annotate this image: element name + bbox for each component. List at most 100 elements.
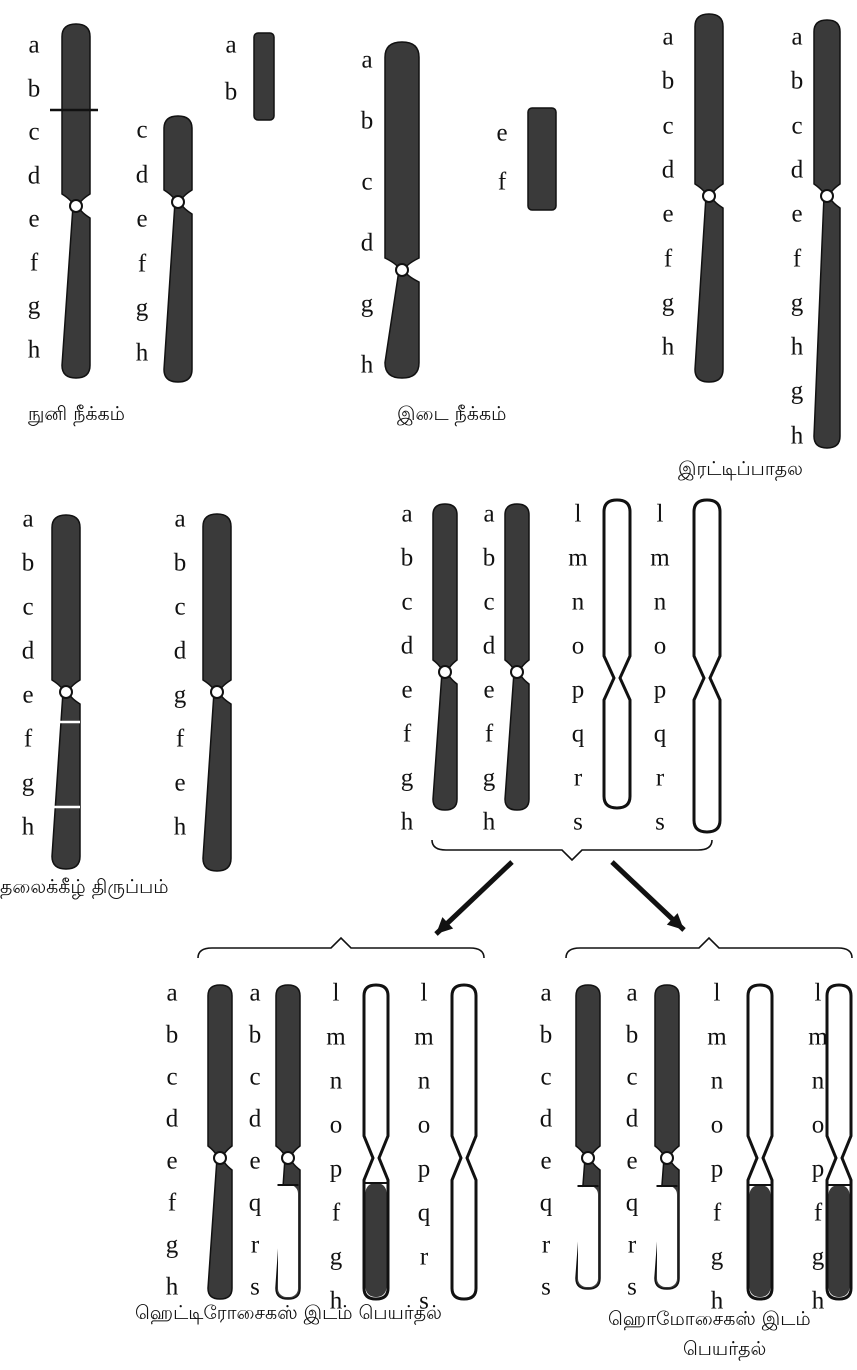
gene-label: r: [627, 1231, 637, 1259]
chromosome-dark-centromere: [281, 1151, 295, 1165]
gene-label: s: [419, 1287, 429, 1315]
gene-label: n: [571, 588, 585, 616]
gene-label: c: [401, 588, 413, 616]
arrow-to-heterozygous-head: [436, 917, 454, 934]
gene-label: g: [482, 764, 496, 792]
gene-label: c: [662, 112, 674, 140]
gene-label: h: [27, 336, 41, 363]
gene-label: d: [21, 637, 35, 665]
gene-label: p: [653, 676, 667, 704]
gene-label: s: [655, 808, 665, 836]
arrow-to-heterozygous: [434, 860, 514, 936]
gene-label: a: [401, 500, 413, 528]
caption-duplication: இரட்டிப்பாதல: [678, 458, 803, 480]
chromosome-dark-upper-arm: [575, 984, 601, 1159]
gene-label: e: [791, 200, 803, 228]
gene-label: l: [713, 979, 721, 1007]
gene-label: h: [710, 1287, 724, 1315]
gene-label: h: [173, 813, 187, 841]
gene-label: e: [483, 676, 495, 704]
chromosome-dark-centromere: [581, 1151, 595, 1165]
gene-label: m: [568, 544, 588, 572]
gene-label: e: [249, 1147, 261, 1175]
chromosome-duplicated-upper-arm: [813, 19, 841, 197]
gene-label: h: [165, 1273, 179, 1301]
caption-intercalary-deletion: இடை நீக்கம்: [397, 403, 507, 425]
gene-label: o: [811, 1111, 825, 1139]
gene-label: b: [173, 549, 187, 577]
gene-label: f: [484, 720, 494, 748]
chromosome-dark-centromere: [213, 1151, 227, 1165]
gene-label: b: [27, 75, 41, 102]
gene-label: f: [331, 1199, 341, 1227]
gene-label: l: [656, 500, 664, 528]
gene-label: e: [401, 676, 413, 704]
gene-label: n: [329, 1067, 343, 1095]
gene-label: d: [539, 1105, 553, 1133]
gene-label: r: [419, 1243, 429, 1271]
gene-label: e: [136, 205, 148, 233]
chromosome-intercalary-centromere: [395, 263, 409, 277]
gene-label: c: [483, 588, 495, 616]
chromosome-normal-upper-arm: [61, 23, 91, 207]
gene-label: e: [496, 119, 508, 147]
gene-label: d: [27, 162, 41, 189]
chromosome-inverted-upper-arm: [202, 513, 232, 693]
chromosome-normal-upper-arm: [694, 13, 724, 197]
gene-label: a: [361, 46, 373, 74]
gene-label: q: [417, 1199, 431, 1227]
gene-label: s: [627, 1273, 637, 1301]
chromosome-normal-centromere: [702, 189, 716, 203]
gene-label: p: [811, 1155, 825, 1183]
chromosome-deleted-lower-arm: [163, 201, 193, 383]
gene-label: a: [791, 23, 803, 51]
gene-label: f: [175, 725, 185, 753]
chromosome-dark-upper-arm: [275, 984, 301, 1159]
gene-label: q: [539, 1189, 553, 1217]
chromosome-hollow: [692, 498, 722, 834]
chromosome-dark-upper-arm: [504, 503, 530, 673]
gene-label: n: [710, 1067, 724, 1095]
gene-label: s: [250, 1273, 260, 1301]
gene-label: r: [541, 1231, 551, 1259]
translocated-segment: [749, 1185, 771, 1297]
gene-label: r: [655, 764, 665, 792]
gene-label: a: [662, 23, 674, 51]
gene-label: e: [662, 200, 674, 228]
gene-label: f: [663, 245, 673, 272]
gene-label: g: [135, 294, 149, 322]
gene-label: d: [790, 156, 804, 184]
gene-label: h: [400, 808, 414, 836]
gene-label: d: [173, 637, 187, 665]
gene-label: h: [135, 339, 149, 366]
gene-label: e: [22, 681, 34, 709]
gene-label: q: [653, 720, 667, 748]
gene-label: m: [808, 1023, 828, 1051]
caption-inversion: தலைக்கீழ் திருப்பம்: [0, 876, 169, 898]
gene-label: f: [813, 1199, 823, 1227]
gene-label: n: [811, 1067, 825, 1095]
gene-label: s: [541, 1273, 551, 1301]
gene-label: b: [224, 78, 238, 106]
gene-label: d: [165, 1105, 179, 1133]
caption-heterozygous-translocation: ஹெட்டிரோசைகஸ் இடம் பெயர்தல்: [135, 1302, 442, 1324]
gene-label: n: [417, 1067, 431, 1095]
chromosome-normal-upper-arm: [51, 514, 81, 693]
gene-label: h: [811, 1287, 825, 1315]
gene-label: m: [650, 544, 670, 572]
gene-label: b: [248, 1021, 262, 1049]
gene-label: b: [21, 549, 35, 577]
gene-label: d: [135, 161, 149, 188]
gene-label: m: [326, 1023, 346, 1051]
chromosome-inverted-lower-arm: [202, 691, 232, 872]
gene-label: f: [23, 725, 33, 753]
gene-label: l: [332, 979, 340, 1007]
caption-homozygous-translocation-line2: பெயர்தல்: [683, 1338, 767, 1360]
caption-terminal-deletion: நுனி நீக்கம்: [28, 403, 125, 425]
gene-label: f: [497, 168, 507, 196]
gene-label: h: [329, 1287, 343, 1315]
chromosome-dark-upper-arm: [654, 984, 680, 1159]
parents-brace: [431, 839, 713, 862]
gene-label: l: [420, 979, 428, 1007]
